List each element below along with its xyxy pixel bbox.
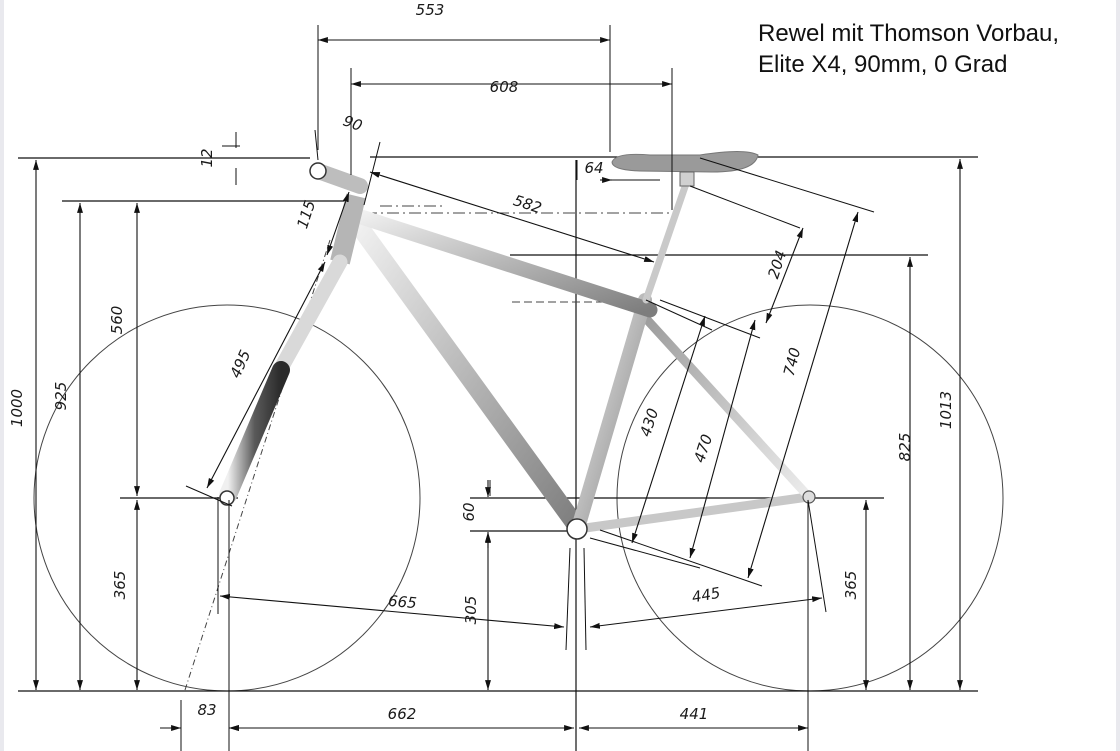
extension-line xyxy=(807,499,827,613)
caption-line-2: Elite X4, 90mm, 0 Grad xyxy=(758,51,1008,78)
down-tube xyxy=(347,213,587,537)
seat-tube xyxy=(571,293,652,535)
dimline-740 xyxy=(747,211,859,579)
dim-470: 470 xyxy=(690,432,716,465)
dim-365-rear: 365 xyxy=(842,571,860,600)
dim-365-front: 365 xyxy=(111,571,129,600)
dim-825: 825 xyxy=(896,433,914,462)
extension-line xyxy=(589,537,701,569)
dimline-430 xyxy=(631,315,706,544)
extension-line xyxy=(689,185,801,229)
dimension-lines xyxy=(33,25,963,751)
extension-line xyxy=(599,529,763,587)
dim-441: 441 xyxy=(680,705,709,723)
extension-line xyxy=(314,129,319,161)
dim-445: 445 xyxy=(690,584,721,607)
dim-553: 553 xyxy=(416,1,445,19)
dim-662: 662 xyxy=(388,705,417,723)
dim-115: 115 xyxy=(293,198,319,231)
reference-lines xyxy=(18,156,978,751)
dim-60: 60 xyxy=(460,502,478,521)
extension-line xyxy=(185,485,233,507)
dim-495: 495 xyxy=(226,347,254,380)
dim-83: 83 xyxy=(197,701,216,719)
dim-925: 925 xyxy=(52,382,70,411)
dim-1000: 1000 xyxy=(8,389,26,427)
dimline-445 xyxy=(589,596,823,629)
rear-axle xyxy=(802,490,816,504)
dim-608: 608 xyxy=(490,78,519,96)
chainstay xyxy=(573,492,813,534)
extension-line xyxy=(659,299,761,339)
dim-305: 305 xyxy=(462,596,480,625)
seatpost xyxy=(642,174,692,304)
front-axle xyxy=(219,490,235,506)
dimline-115 xyxy=(326,191,350,256)
dim-12: 12 xyxy=(198,148,216,167)
dim-665: 665 xyxy=(387,592,417,612)
extension-line xyxy=(699,157,875,213)
saddle xyxy=(611,151,759,173)
caption: Rewel mit Thomson Vorbau, Elite X4, 90mm… xyxy=(758,18,1108,80)
seat-clamp xyxy=(679,171,695,187)
dim-64: 64 xyxy=(584,159,603,177)
dimline-665 xyxy=(219,593,565,630)
extension-line xyxy=(645,299,713,331)
bottom-bracket xyxy=(566,518,588,540)
dim-430: 430 xyxy=(636,406,662,439)
page-edge-left xyxy=(0,0,4,751)
dim-560: 560 xyxy=(108,306,126,335)
seatstay xyxy=(635,307,813,501)
dim-204: 204 xyxy=(764,248,790,281)
dim-90: 90 xyxy=(341,112,365,135)
head-tube xyxy=(330,193,366,265)
dimline-495 xyxy=(206,261,326,489)
dim-1013: 1013 xyxy=(937,391,955,429)
dim-740: 740 xyxy=(780,346,804,378)
dim-582: 582 xyxy=(511,191,544,217)
extension-line xyxy=(565,547,571,651)
fork-upper xyxy=(272,254,348,378)
top-tube xyxy=(344,206,658,318)
handlebar xyxy=(309,162,327,180)
extension-line xyxy=(363,141,381,206)
caption-line-1: Rewel mit Thomson Vorbau, xyxy=(758,20,1060,47)
dimline-582 xyxy=(369,171,655,263)
extension-line xyxy=(583,547,587,651)
dimension-labels: 553 608 90 12 64 582 115 204 560 495 740… xyxy=(8,1,955,723)
page-edge-right xyxy=(1116,0,1120,751)
